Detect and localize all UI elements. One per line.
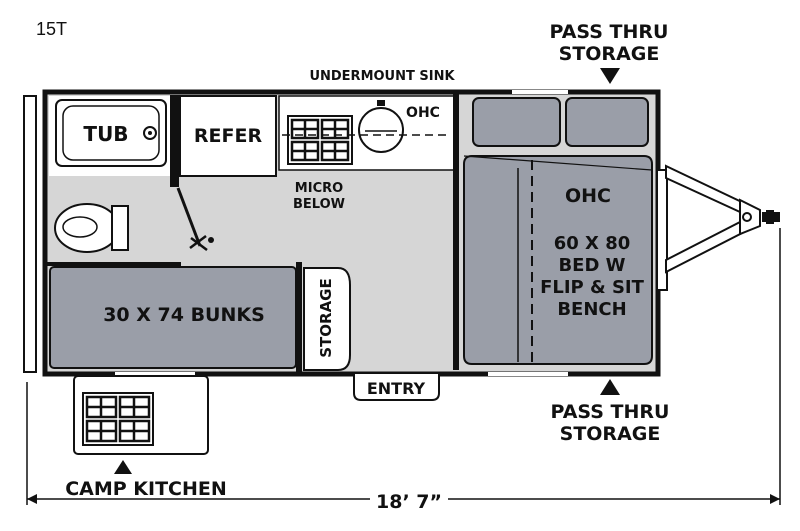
bunks-label: 30 X 74 BUNKS — [103, 304, 265, 326]
camp-kitchen-label: CAMP KITCHEN — [65, 478, 227, 500]
micro-label-2: BELOW — [293, 197, 345, 212]
bed-label-3: FLIP & SIT — [540, 277, 645, 298]
pass-thru-bottom-arrow-icon — [600, 379, 620, 395]
sink-icon — [358, 107, 404, 153]
refrigerator — [179, 95, 277, 177]
bed-ohc-label: OHC — [565, 185, 611, 207]
bed-mattress — [463, 155, 653, 365]
dimension-arrow-right-icon — [770, 494, 780, 504]
bed-partition — [453, 94, 459, 370]
entry-label: ENTRY — [367, 379, 426, 398]
model-label: 15T — [36, 19, 67, 39]
length-label: 18’ 7” — [376, 491, 442, 513]
pass-thru-top-label-1: PASS THRU — [550, 21, 669, 43]
bath-partition — [170, 95, 179, 187]
front-storage-box — [656, 169, 668, 291]
micro-label-1: MICRO — [295, 181, 343, 196]
camp-cooktop-burners — [85, 395, 151, 443]
bath-door — [176, 187, 202, 247]
door-handle-icon — [189, 235, 208, 251]
cooktop-burners — [290, 118, 350, 162]
pass-thru-bottom-label-2: STORAGE — [560, 423, 661, 445]
undermount-sink-label: UNDERMOUNT SINK — [309, 69, 455, 84]
storage-label: STORAGE — [317, 278, 335, 358]
toilet-tank — [111, 205, 129, 251]
bed-headboard-right — [565, 97, 649, 147]
storage-cabinet — [303, 267, 351, 371]
window-bottom — [488, 372, 568, 376]
rear-bumper — [23, 95, 37, 373]
pass-thru-top-label-2: STORAGE — [559, 43, 660, 65]
hitch-coupler-icon — [742, 212, 752, 222]
refer-label: REFER — [194, 125, 263, 147]
bunk-end-wall — [296, 262, 302, 372]
bed-label-2: BED W — [558, 255, 625, 276]
faucet-icon — [377, 100, 385, 106]
pass-thru-top-arrow-icon — [600, 68, 620, 84]
tub-label: TUB — [83, 122, 128, 146]
kitchen-ohc-label: OHC — [406, 105, 440, 121]
bunk-divider-wall — [46, 262, 181, 266]
window-bottom-left — [115, 372, 195, 376]
bed-seam — [463, 155, 653, 171]
dimension-arrow-left-icon — [27, 494, 37, 504]
window-front-top — [512, 90, 568, 94]
bed-label-4: BENCH — [557, 299, 626, 320]
bed-headboard-left — [472, 97, 561, 147]
pass-thru-bottom-label-1: PASS THRU — [551, 401, 670, 423]
cooktop-icon — [287, 115, 353, 165]
tub-inner — [62, 105, 160, 161]
bed-label-1: 60 X 80 — [554, 233, 631, 254]
entry-door — [353, 374, 440, 401]
camp-cooktop-icon — [82, 392, 154, 446]
camp-kitchen-arrow-icon — [114, 460, 132, 474]
